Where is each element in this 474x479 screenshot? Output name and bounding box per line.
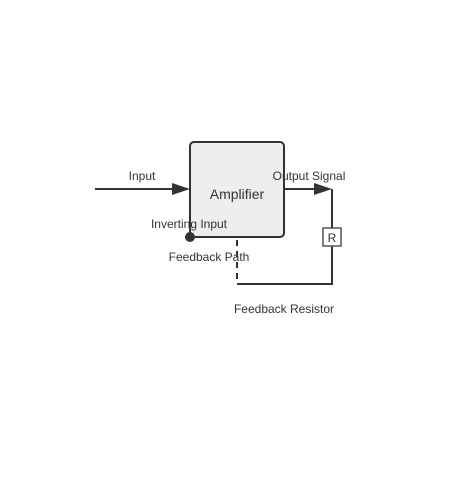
- output-arrowhead: [314, 183, 332, 195]
- inverting-input-port[interactable]: [185, 232, 195, 242]
- resistor-node[interactable]: [322, 227, 342, 247]
- feedback-path-label: Feedback Path: [169, 250, 250, 264]
- feedback-resistor-label: Feedback Resistor: [234, 302, 334, 316]
- input-arrowhead: [172, 183, 190, 195]
- amplifier-label: Amplifier: [210, 186, 265, 202]
- resistor-label: R: [328, 231, 337, 245]
- inverting-input-label: Inverting Input: [151, 217, 228, 231]
- output-signal-label: Output Signal: [273, 169, 346, 183]
- input-label: Input: [129, 169, 156, 183]
